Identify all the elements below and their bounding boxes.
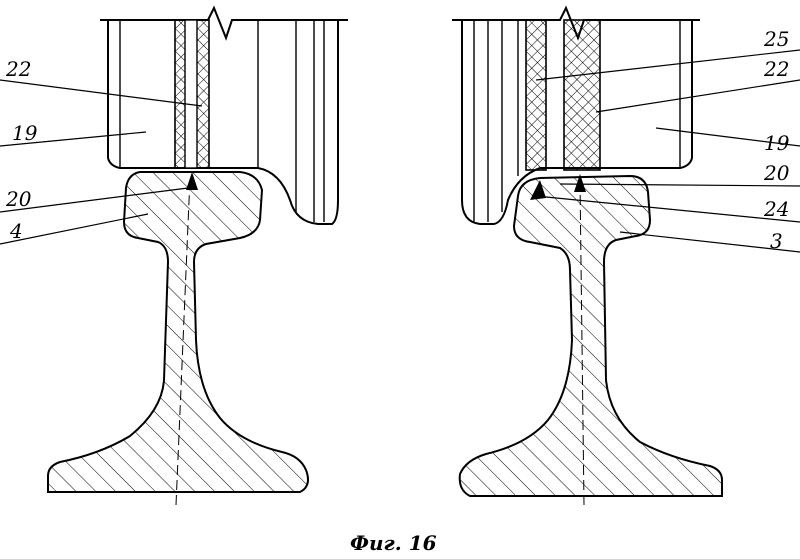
label-left-19: 19 <box>12 121 38 145</box>
leader-right-20 <box>559 183 800 187</box>
label-left-20: 20 <box>5 187 32 211</box>
leader-right-22 <box>595 79 800 113</box>
label-right-20: 20 <box>763 161 790 185</box>
left-assembly <box>0 5 348 506</box>
right-housing-outline <box>461 20 693 225</box>
right-layer-25 <box>525 19 547 171</box>
label-right-3: 3 <box>770 229 783 253</box>
right-contact-arrow <box>574 174 586 192</box>
left-housing-outline <box>107 20 339 225</box>
leader-left-4 <box>0 213 149 245</box>
left-rail-section <box>47 171 309 493</box>
right-rail-axis <box>579 181 585 506</box>
label-right-24: 24 <box>763 197 789 221</box>
right-rail-section <box>458 174 723 497</box>
label-left-22: 22 <box>5 57 31 81</box>
label-right-22: 22 <box>763 57 789 81</box>
left-rail-axis <box>175 177 191 506</box>
right-layer-22 <box>563 19 601 171</box>
label-left-4: 4 <box>9 219 23 243</box>
leader-left-22 <box>0 79 203 107</box>
right-flange-arrow <box>530 180 546 200</box>
leader-left-19 <box>0 131 147 147</box>
leader-right-24 <box>535 195 800 223</box>
figure-caption: Фиг. 16 <box>350 531 437 555</box>
label-right-19: 19 <box>764 131 790 155</box>
label-right-25: 25 <box>763 27 789 51</box>
right-assembly <box>452 5 800 506</box>
left-contact-arrow <box>186 172 198 190</box>
leader-left-20 <box>0 187 189 213</box>
left-layer-core <box>184 19 198 169</box>
leader-right-25 <box>535 49 800 81</box>
left-break-line <box>100 5 348 41</box>
leader-right-3 <box>619 231 800 253</box>
leader-right-19 <box>655 127 800 147</box>
